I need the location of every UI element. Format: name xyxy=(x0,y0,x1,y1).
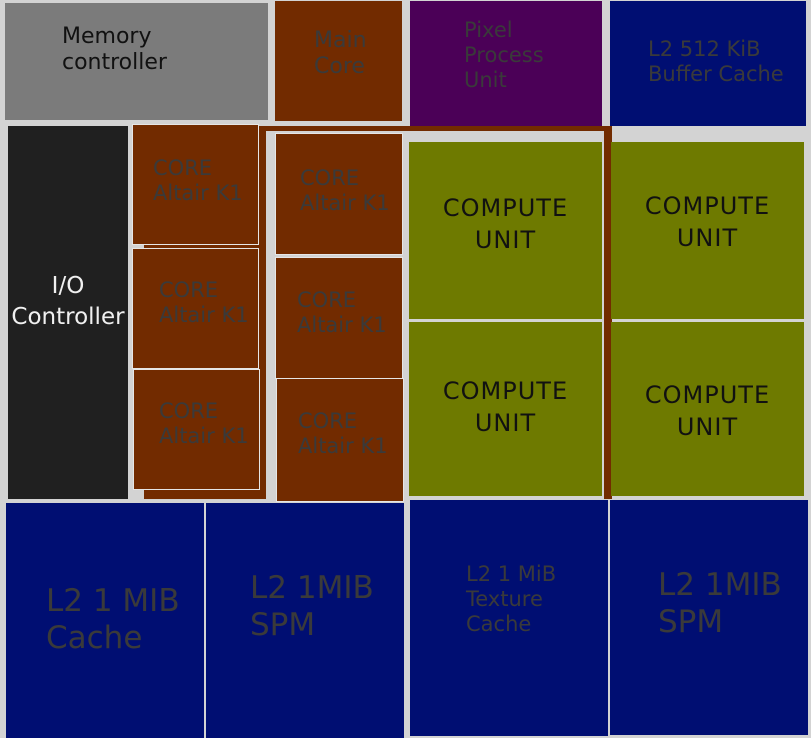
core-block: CORE Altair K1 xyxy=(132,124,259,245)
l2-cache-block: L2 1 MIB Cache xyxy=(6,503,204,738)
l2-spm-left-label: L2 1MIB SPM xyxy=(250,570,374,644)
core-label: CORE Altair K1 xyxy=(153,156,243,206)
core-block: CORE Altair K1 xyxy=(132,248,259,369)
io-controller-label: I/O Controller xyxy=(11,273,125,331)
l2-cache-label: L2 1 MIB Cache xyxy=(46,583,180,657)
core-label: CORE Altair K1 xyxy=(298,409,388,459)
compute-unit-block: COMPUTE UNIT xyxy=(409,322,602,496)
l2-texture-cache-label: L2 1 MiB Texture Cache xyxy=(466,562,557,637)
main-core-label: Main Core xyxy=(314,28,367,80)
main-core-block: Main Core xyxy=(275,1,402,121)
memory-controller-block: Memory controller xyxy=(5,3,268,120)
l2-spm-right-label: L2 1MIB SPM xyxy=(658,567,782,641)
core-block: CORE Altair K1 xyxy=(276,378,404,502)
l2-buffer-cache-label: L2 512 KiB Buffer Cache xyxy=(648,37,784,87)
compute-unit-label: COMPUTE UNIT xyxy=(644,192,771,253)
pixel-process-unit-label: Pixel Process Unit xyxy=(464,18,544,93)
core-label: CORE Altair K1 xyxy=(159,278,249,328)
compute-unit-label: COMPUTE UNIT xyxy=(644,381,771,442)
core-block: CORE Altair K1 xyxy=(133,369,260,490)
compute-unit-block: COMPUTE UNIT xyxy=(611,322,804,496)
pixel-process-unit-block: Pixel Process Unit xyxy=(410,1,602,127)
l2-buffer-cache-block: L2 512 KiB Buffer Cache xyxy=(610,1,806,126)
core-label: CORE Altair K1 xyxy=(300,166,390,216)
core-label: CORE Altair K1 xyxy=(159,399,249,449)
compute-unit-block: COMPUTE UNIT xyxy=(409,142,602,319)
core-block: CORE Altair K1 xyxy=(275,133,403,255)
compute-unit-block: COMPUTE UNIT xyxy=(611,142,804,319)
io-controller-block: I/O Controller xyxy=(8,126,128,499)
compute-unit-label: COMPUTE UNIT xyxy=(442,194,569,255)
compute-unit-label: COMPUTE UNIT xyxy=(442,377,569,438)
core-label: CORE Altair K1 xyxy=(297,288,387,338)
l2-texture-cache-block: L2 1 MiB Texture Cache xyxy=(410,500,608,736)
l2-spm-left-block: L2 1MIB SPM xyxy=(206,503,404,738)
memory-controller-label: Memory controller xyxy=(62,24,167,76)
l2-spm-right-block: L2 1MIB SPM xyxy=(610,500,808,735)
core-block: CORE Altair K1 xyxy=(275,257,403,379)
